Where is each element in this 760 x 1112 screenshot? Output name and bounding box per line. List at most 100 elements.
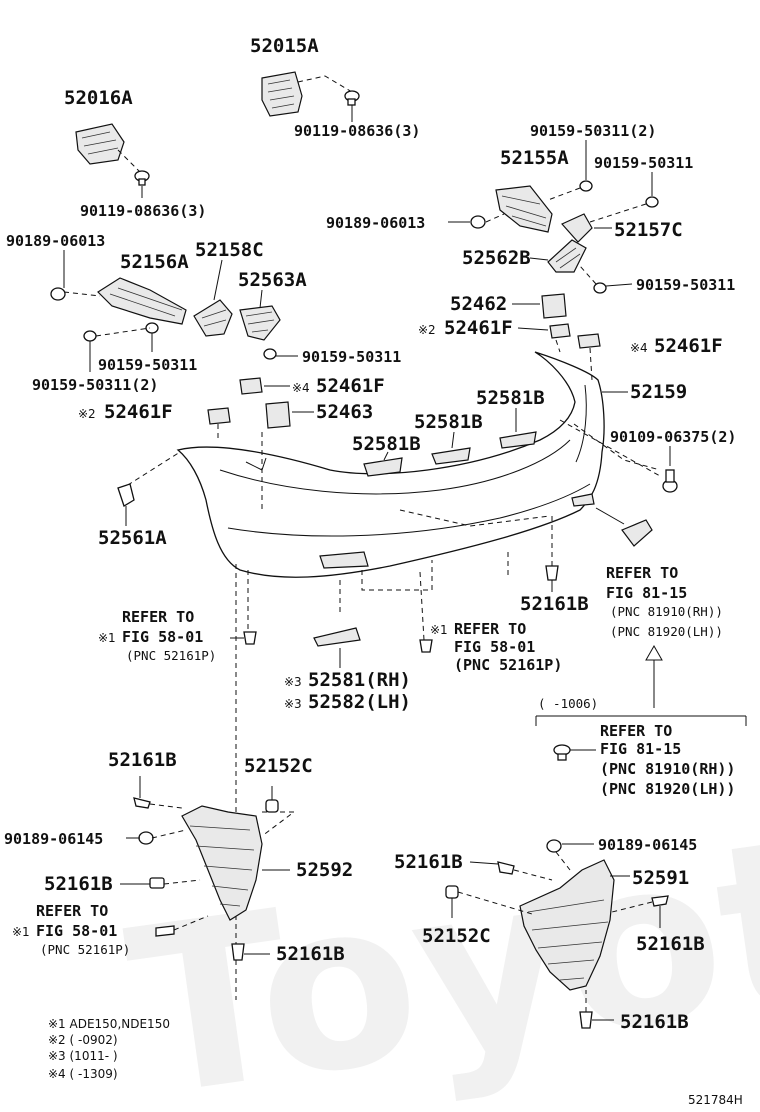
bolt-90109[interactable] [662,469,678,493]
label-90119-b: 90119-08636(3) [80,202,206,220]
bracket-52157C[interactable] [561,213,593,243]
label-52581RH: 52581(RH) [308,669,411,691]
label-52581B-c: 52581B [476,387,545,409]
mark-4-a: ※4 [630,341,648,355]
screw-90159-f[interactable] [593,282,607,294]
label-90109: 90109-06375(2) [610,428,736,446]
bumper-cover-52159[interactable] [176,351,605,578]
bracket-52158C[interactable] [193,299,233,337]
seal-52461F-b[interactable] [577,333,601,349]
label-52561A: 52561A [98,527,167,549]
label-52562B: 52562B [462,247,531,269]
bracket-52016A[interactable] [75,123,125,165]
mark-3-b: ※3 [284,697,302,711]
seal-52461F-a[interactable] [549,323,571,339]
pad-52462[interactable] [541,293,567,319]
clip-52161P-b[interactable] [419,639,433,653]
retainer-52155A[interactable] [495,185,553,233]
label-52462: 52462 [450,293,507,315]
bolt-90119-b[interactable] [134,170,150,186]
label-52463: 52463 [316,401,373,423]
reflector-right[interactable] [621,519,653,547]
label-90159-c: 90159-50311 [302,348,401,366]
bracket-52563A[interactable] [239,305,281,341]
label-52152C-a: 52152C [244,755,313,777]
ref-refer-to-a: REFER TO [606,564,678,582]
mark-1-b: ※1 [430,623,448,637]
clip-52161B-d[interactable] [231,943,245,961]
label-52581B-a: 52581B [352,433,421,455]
ref-fig58-c: FIG 58-01 [454,638,535,656]
garnish-52581-rh[interactable] [313,627,361,647]
label-52461F-c: 52461F [316,375,385,397]
clip-52161P-a[interactable] [243,631,257,645]
mark-3-a: ※3 [284,675,302,689]
screw-90159-c[interactable] [263,348,277,360]
label-90159-b: 90159-50311(2) [32,376,158,394]
garnish-52581B-a[interactable] [363,457,403,477]
mudguard-52592[interactable] [181,805,263,921]
ref-refer-to-c: REFER TO [454,620,526,638]
mark-1-c: ※1 [12,925,30,939]
ref-pnc81910-a: (PNC 81910(RH)) [610,604,723,619]
clip-52161B-b[interactable] [133,797,151,809]
clip-52161B-g[interactable] [579,1011,593,1029]
label-52161B-c: 52161B [44,873,113,895]
label-90189-a: 90189-06013 [6,232,105,250]
clip-52152C-a[interactable] [265,799,279,813]
clip-90189-b[interactable] [470,215,486,229]
mudguard-52591[interactable] [519,859,615,991]
ref-refer-to-e: REFER TO [36,902,108,920]
screw-90159-d[interactable] [579,180,593,192]
arrow-up [645,644,663,708]
ref-pnc81920-a: (PNC 81920(LH)) [610,624,723,639]
clip-52152C-b[interactable] [445,885,459,899]
bolt-90119-a[interactable] [344,90,360,106]
screw-90159-a[interactable] [145,322,159,334]
ref-pnc81910-d: (PNC 81910(RH)) [600,760,735,778]
clip-52161B-a[interactable] [545,565,559,581]
label-90159-f: 90159-50311 [636,276,735,294]
clip-52161B-c[interactable] [149,877,165,889]
garnish-52581B-b[interactable] [431,447,471,465]
pad-52463[interactable] [265,401,291,429]
mark-1-a: ※1 [98,631,116,645]
ref-refer-to-d: REFER TO [600,722,672,740]
clip-52161B-e[interactable] [497,861,515,875]
clip-52561A[interactable] [117,483,135,507]
clip-90189-d[interactable] [546,839,562,853]
label-52159: 52159 [630,381,687,403]
label-52161B-g: 52161B [620,1011,689,1033]
label-90189-c: 90189-06145 [4,830,103,848]
mark-2-a: ※2 [418,323,436,337]
label-52461F-a: 52461F [444,317,513,339]
clip-90189-a[interactable] [50,287,66,301]
bracket-52015A[interactable] [261,71,303,117]
label-90159-d: 90159-50311(2) [530,122,656,140]
label-52582LH: 52582(LH) [308,691,411,713]
bracket-52562B[interactable] [547,239,587,273]
label-52158C: 52158C [195,239,264,261]
label-90159-e: 90159-50311 [594,154,693,172]
clip-reflector[interactable] [553,744,571,761]
ref-pnc81920-d: (PNC 81920(LH)) [600,780,735,798]
label-52016A: 52016A [64,87,133,109]
label-52156A: 52156A [120,251,189,273]
screw-90159-b[interactable] [83,330,97,342]
label-52161B-a: 52161B [520,593,589,615]
mark-4-b: ※4 [292,381,310,395]
garnish-52581B-c[interactable] [499,431,537,449]
clip-90189-c[interactable] [138,831,154,845]
label-52157C: 52157C [614,219,683,241]
ref-pnc52161p-c: (PNC 52161P) [454,656,562,674]
label-52015A: 52015A [250,35,319,57]
clip-52161P-c[interactable] [155,925,175,937]
seal-52461F-c[interactable] [239,377,263,395]
label-52461F-b: 52461F [654,335,723,357]
retainer-52156A[interactable] [97,277,187,325]
screw-90159-e[interactable] [645,196,659,208]
clip-52161B-f[interactable] [651,895,669,907]
seal-52461F-d[interactable] [207,407,231,425]
ref-range-1006: ( -1006) [538,696,598,711]
